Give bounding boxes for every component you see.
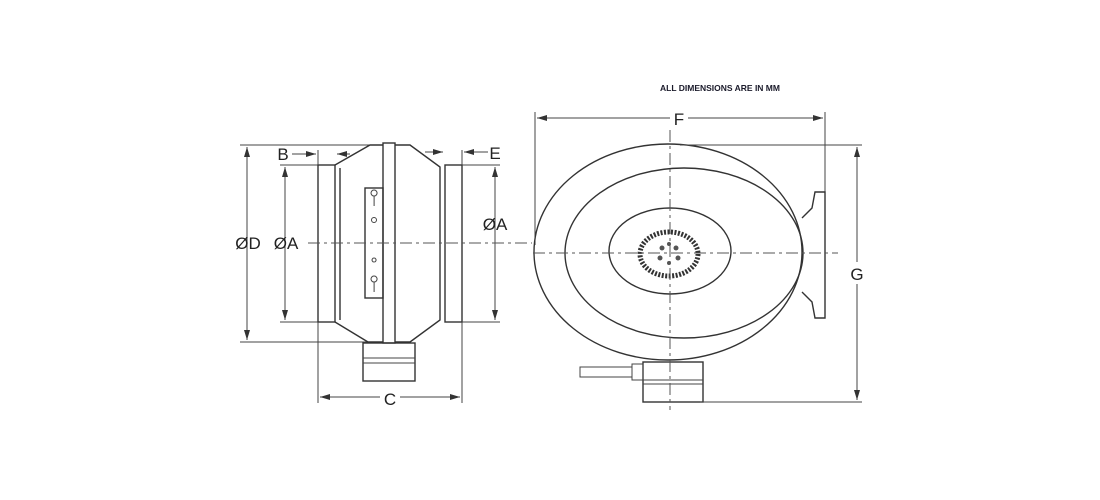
terminal-box bbox=[642, 361, 704, 403]
label-d: ØD bbox=[235, 234, 261, 253]
bracket-hole-top bbox=[371, 217, 377, 223]
mounting-foot bbox=[801, 191, 826, 319]
units-note: ALL DIMENSIONS ARE IN MM bbox=[660, 83, 780, 93]
front-view: F G bbox=[533, 110, 864, 410]
keyhole-slots bbox=[370, 189, 378, 292]
label-a-right: ØA bbox=[483, 215, 508, 234]
label-g: G bbox=[850, 265, 863, 284]
label-a-left: ØA bbox=[274, 234, 299, 253]
cable-gland bbox=[631, 363, 644, 381]
label-e: E bbox=[489, 144, 500, 163]
terminal-box bbox=[362, 342, 416, 382]
side-view: B E ØD ØA ØA C bbox=[235, 142, 532, 409]
power-cable bbox=[579, 366, 633, 378]
motor-hub bbox=[637, 229, 701, 279]
hub-bolts bbox=[657, 242, 681, 265]
label-c: C bbox=[384, 390, 396, 409]
label-f: F bbox=[674, 110, 684, 129]
outer-housing bbox=[533, 143, 803, 361]
label-b: B bbox=[277, 145, 288, 164]
